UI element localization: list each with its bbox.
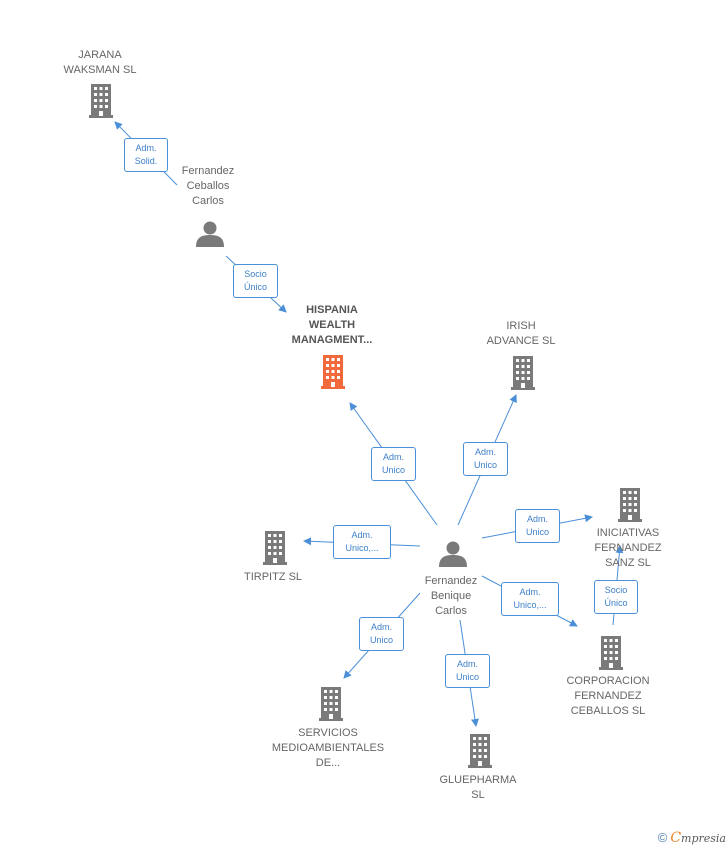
fernandez-ceballos-person-icon[interactable]: [196, 221, 224, 248]
node-icons: [89, 84, 642, 768]
edge-label-line: Adm.: [526, 514, 548, 524]
label-line: ADVANCE SL: [486, 335, 556, 347]
label-line: Carlos: [435, 605, 467, 617]
label-line: WAKSMAN SL: [63, 64, 137, 76]
edge-label-line: Solid.: [134, 156, 158, 166]
node-label-hispania[interactable]: HISPANIA WEALTH MANAGMENT...: [292, 303, 373, 348]
jarana-building-icon[interactable]: [89, 84, 113, 118]
edge-label-line: Adm.: [382, 452, 404, 462]
label-line: MANAGMENT...: [291, 334, 373, 346]
brand-initial: C: [670, 830, 682, 846]
edge-label-adm-solid[interactable]: Adm. Solid.: [124, 138, 168, 172]
edge-label-adm-unico-corporacion[interactable]: Adm. Unico,...: [501, 582, 559, 616]
edge-label-line: Adm.: [351, 530, 373, 540]
label-line: WEALTH: [308, 319, 356, 331]
edge-label-adm-unico-tirpitz[interactable]: Adm. Unico,...: [333, 525, 391, 559]
label-line: TIRPITZ SL: [243, 571, 303, 583]
tirpitz-building-icon[interactable]: [263, 531, 287, 565]
label-line: SL: [471, 789, 485, 801]
label-line: FERNANDEZ: [574, 690, 642, 702]
edge-label-line: Adm.: [474, 447, 496, 457]
label-line: MEDIOAMBIENTALES: [271, 742, 385, 754]
label-line: FERNANDEZ: [594, 542, 662, 554]
edge-label-socio-unico-iniciativas[interactable]: Socio Único: [594, 580, 638, 614]
label-line: CORPORACION: [566, 675, 650, 687]
node-label-gluepharma[interactable]: GLUEPHARMA SL: [439, 773, 516, 803]
edge-label-adm-unico-servicios[interactable]: Adm. Unico: [359, 617, 404, 651]
node-label-corporacion[interactable]: CORPORACION FERNANDEZ CEBALLOS SL: [566, 674, 649, 719]
corporacion-building-icon[interactable]: [599, 636, 623, 670]
label-line: Fernandez: [181, 165, 235, 177]
edge-label-line: Adm.: [456, 659, 478, 669]
gluepharma-building-icon[interactable]: [468, 734, 492, 768]
label-line: HISPANIA: [306, 304, 358, 316]
copyright-icon: ©: [657, 830, 668, 845]
label-line: IRISH: [506, 320, 536, 332]
edge-label-line: Socio: [604, 585, 628, 595]
edge-label-line: Único: [604, 598, 628, 608]
edge-label-line: Adm.: [370, 622, 392, 632]
label-line: Fernandez: [424, 575, 478, 587]
hispania-building-icon[interactable]: [321, 355, 345, 389]
servicios-building-icon[interactable]: [319, 687, 343, 721]
label-line: SERVICIOS: [298, 727, 358, 739]
edge-label-line: Unico,...: [345, 543, 379, 553]
label-line: DE...: [315, 757, 341, 769]
label-line: GLUEPHARMA: [439, 774, 517, 786]
node-label-fernandez-benique[interactable]: Fernandez Benique Carlos: [425, 574, 478, 619]
label-line: Ceballos: [186, 180, 230, 192]
edge-label-line: Unico,...: [513, 600, 547, 610]
edge-label-adm-unico-irish[interactable]: Adm. Unico: [463, 442, 508, 476]
edge-label-line: Socio: [244, 269, 267, 279]
label-line: INICIATIVAS: [596, 527, 660, 539]
edge-label-line: Adm.: [519, 587, 541, 597]
label-line: JARANA: [78, 49, 122, 61]
label-line: Benique: [430, 590, 472, 602]
node-label-servicios[interactable]: SERVICIOS MEDIOAMBIENTALES DE...: [272, 726, 384, 771]
node-label-tirpitz[interactable]: TIRPITZ SL: [244, 570, 302, 585]
label-line: SANZ SL: [605, 557, 651, 569]
node-label-jarana[interactable]: JARANA WAKSMAN SL: [64, 48, 137, 78]
label-line: CEBALLOS SL: [570, 705, 646, 717]
fernandez-benique-person-icon[interactable]: [439, 541, 467, 568]
node-label-fernandez-ceballos[interactable]: Fernandez Ceballos Carlos: [182, 164, 235, 209]
edge-label-adm-unico-gluepharma[interactable]: Adm. Unico: [445, 654, 490, 688]
empresia-brand[interactable]: ©Cmpresia: [658, 830, 726, 846]
irish-building-icon[interactable]: [511, 356, 535, 390]
label-line: Carlos: [192, 195, 224, 207]
iniciativas-building-icon[interactable]: [618, 488, 642, 522]
node-label-iniciativas[interactable]: INICIATIVAS FERNANDEZ SANZ SL: [594, 526, 661, 571]
edge-label-line: Unico: [381, 465, 405, 475]
edge-label-line: Unico: [525, 527, 549, 537]
node-label-irish[interactable]: IRISH ADVANCE SL: [487, 319, 556, 349]
edge-label-line: Unico: [455, 672, 479, 682]
edge-label-line: Unico: [369, 635, 393, 645]
edge-label-line: Único: [243, 282, 267, 292]
edge-label-line: Unico: [473, 460, 497, 470]
edge-label-adm-unico-hispania[interactable]: Adm. Unico: [371, 447, 416, 481]
edge-label-adm-unico-iniciativas[interactable]: Adm. Unico: [515, 509, 560, 543]
edge-label-socio-unico-hispania[interactable]: Socio Único: [233, 264, 278, 298]
edge-label-line: Adm.: [135, 143, 157, 153]
brand-name: mpresia: [681, 832, 726, 845]
